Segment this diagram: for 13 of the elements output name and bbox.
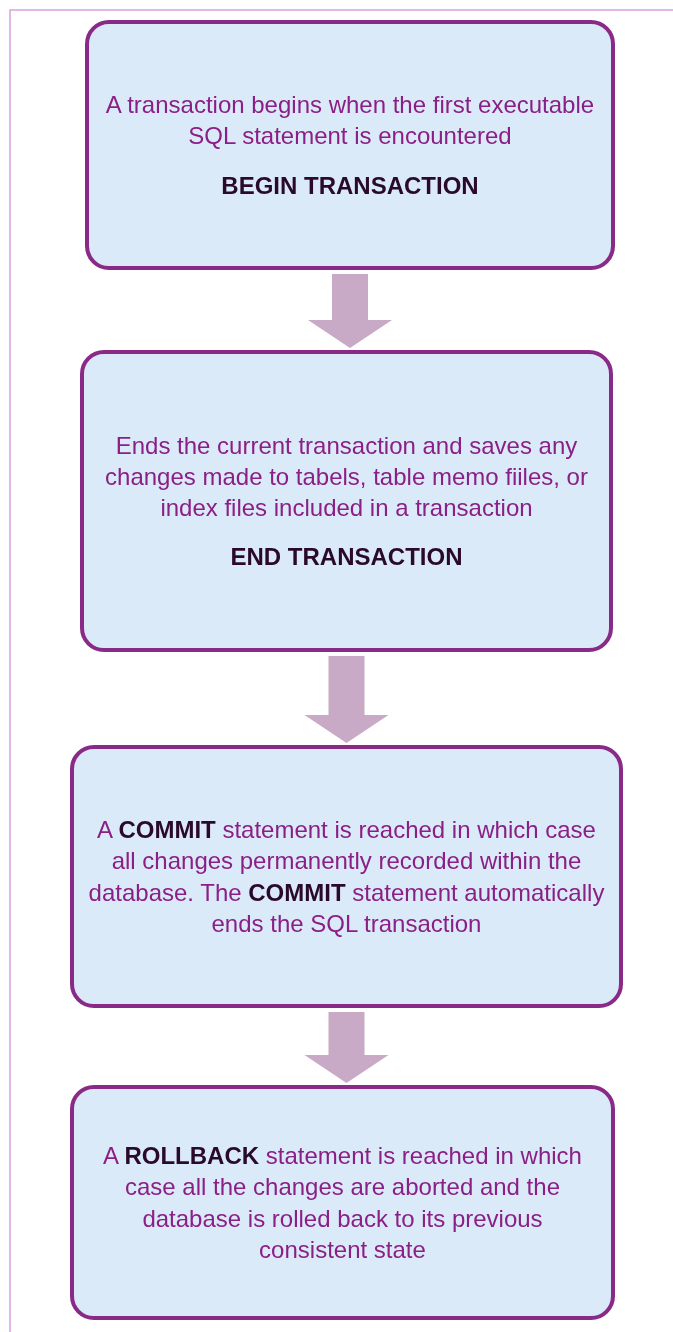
description-text: Ends the current transaction and saves any changes made to tabels, table memo fiiles, or index files included in a transaction (104, 430, 589, 523)
description-text: A COMMIT statement is reached in which case all changes permanently recorded within the database. The COMMIT statement automatically ends the SQL transaction (88, 815, 605, 939)
description-text: A transaction begins when the first executable SQL statement is encountered (104, 90, 596, 152)
block-arrow (308, 274, 392, 348)
process-box (80, 350, 613, 652)
block-arrow (304, 1012, 389, 1083)
process-box (85, 20, 615, 270)
process-box (70, 1085, 615, 1320)
statement-keyword: END TRANSACTION (230, 542, 463, 573)
statement-keyword: BEGIN TRANSACTION (221, 170, 479, 201)
block-arrow (304, 656, 389, 743)
process-box (70, 745, 623, 1008)
description-text: A ROLLBACK statement is reached in which case all the changes are aborted and the database is rolled back to its previous consistent state (102, 1141, 583, 1265)
